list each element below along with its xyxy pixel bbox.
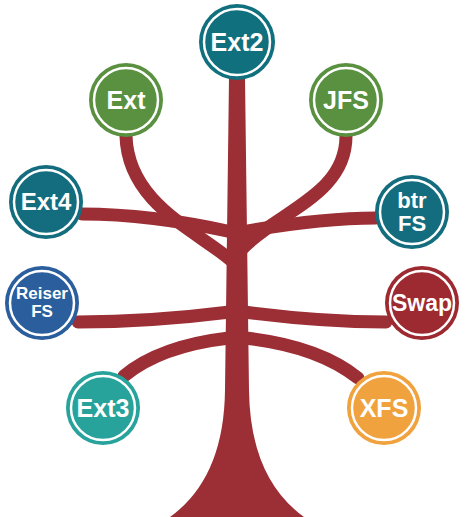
tree-branch: [126, 136, 233, 262]
filesystem-name: Ext: [91, 87, 161, 113]
tree-branch: [245, 338, 358, 378]
filesystem-circle: Reiser FS: [5, 266, 79, 340]
circle-fill: [347, 371, 421, 445]
circle-fill: [375, 175, 449, 249]
filesystem-name: Swap: [387, 291, 457, 315]
circle-ring: [380, 180, 444, 244]
filesystem-circle: XFS: [347, 371, 421, 445]
tree-trunk: [170, 78, 304, 517]
filesystem-name: Ext3: [68, 395, 138, 421]
filesystem-name: btr FS: [389, 189, 435, 235]
filesystem-circle: Swap: [385, 266, 459, 340]
tree-branch: [242, 218, 376, 232]
circle-fill: [199, 4, 275, 80]
filesystem-circle: Ext: [89, 63, 163, 137]
tree-branch: [78, 312, 230, 322]
filesystem-circle: Ext4: [9, 165, 83, 239]
tree-branch: [82, 214, 232, 232]
filesystem-circle: Ext3: [66, 371, 140, 445]
filesystem-name: Ext2: [202, 29, 272, 55]
tree-branch: [244, 312, 386, 322]
circle-fill: [66, 371, 140, 445]
circle-fill: [9, 165, 83, 239]
filesystem-circle: JFS: [309, 63, 383, 137]
filesystem-name: JFS: [311, 87, 381, 113]
filesystem-circle: btr FS: [375, 175, 449, 249]
circle-fill: [89, 63, 163, 137]
filesystem-name: Ext4: [11, 189, 81, 214]
filesystem-name: Reiser FS: [14, 285, 70, 321]
filesystem-circle: Ext2: [199, 4, 275, 80]
circle-fill: [309, 63, 383, 137]
tree-branch: [124, 338, 229, 376]
circle-ring: [10, 271, 74, 335]
circle-fill: [5, 266, 79, 340]
circle-fill: [385, 266, 459, 340]
filesystem-name: XFS: [349, 395, 419, 421]
